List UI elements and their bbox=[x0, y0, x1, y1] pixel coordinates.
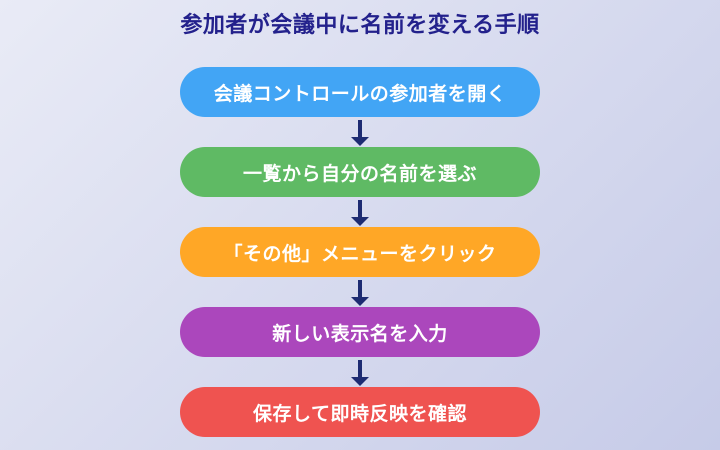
arrow-stem bbox=[358, 120, 362, 137]
page-title: 参加者が会議中に名前を変える手順 bbox=[180, 12, 540, 37]
arrow-stem bbox=[358, 360, 362, 377]
step-2-select-own-name: 一覧から自分の名前を選ぶ bbox=[180, 147, 540, 197]
step-1-open-participants: 会議コントロールの参加者を開く bbox=[180, 67, 540, 117]
flow-steps: 会議コントロールの参加者を開く 一覧から自分の名前を選ぶ 「その他」メニューをク… bbox=[180, 67, 540, 437]
arrow-head bbox=[351, 137, 369, 146]
step-5-label: 保存して即時反映を確認 bbox=[253, 403, 467, 425]
step-3-click-more-menu: 「その他」メニューをクリック bbox=[180, 227, 540, 277]
arrow-head bbox=[351, 297, 369, 306]
arrow-stem bbox=[358, 200, 362, 217]
arrow-down-icon bbox=[348, 117, 372, 147]
step-4-enter-display-name: 新しい表示名を入力 bbox=[180, 307, 540, 357]
arrow-head bbox=[351, 217, 369, 226]
arrow-down-icon bbox=[348, 357, 372, 387]
step-1-label: 会議コントロールの参加者を開く bbox=[213, 83, 507, 105]
arrow-down-icon bbox=[348, 197, 372, 227]
step-3-label: 「その他」メニューをクリック bbox=[223, 243, 497, 265]
arrow-head bbox=[351, 377, 369, 386]
arrow-stem bbox=[358, 280, 362, 297]
step-5-save-and-confirm: 保存して即時反映を確認 bbox=[180, 387, 540, 437]
step-4-label: 新しい表示名を入力 bbox=[272, 323, 448, 345]
arrow-down-icon bbox=[348, 277, 372, 307]
step-2-label: 一覧から自分の名前を選ぶ bbox=[242, 163, 477, 185]
